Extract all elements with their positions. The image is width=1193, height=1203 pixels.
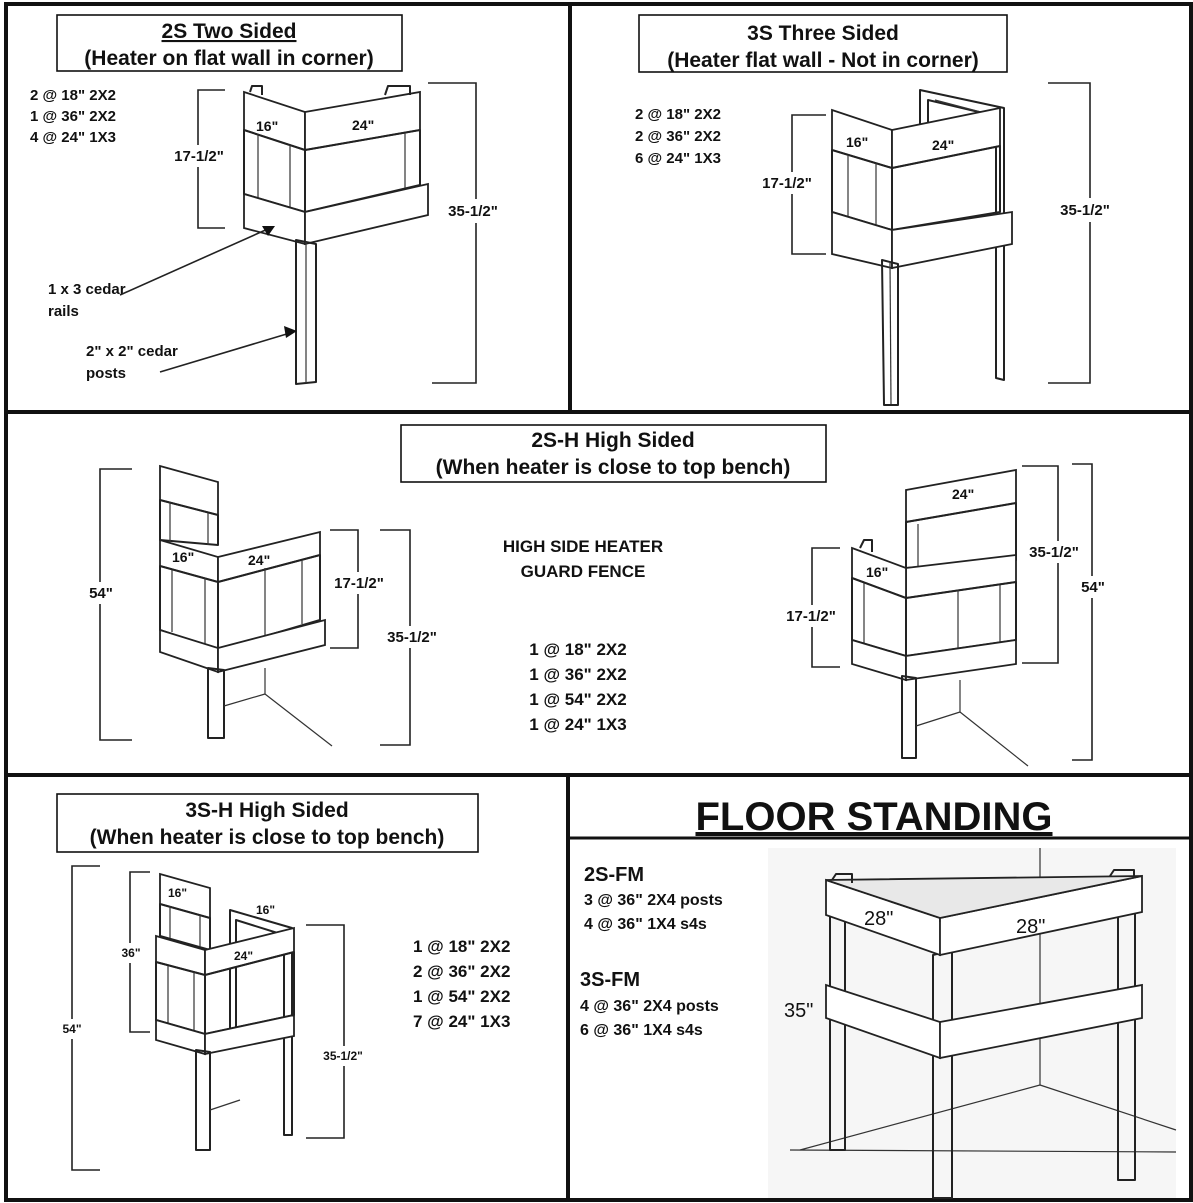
three-sided-high-total-label: 54" <box>62 1022 81 1036</box>
fm3-material-2: 6 @ 36" 1X4 s4s <box>580 1022 703 1039</box>
floor-right-width-label: 28" <box>1016 916 1045 938</box>
three-sided-high-subtitle: (When heater is close to top bench) <box>90 826 445 849</box>
two-sided-long-side-label: 24" <box>352 117 374 133</box>
two-sided-high-right-total-label: 54" <box>1081 579 1105 596</box>
fm3-material-1: 4 @ 36" 2X4 posts <box>580 998 719 1015</box>
three-sided-material-2: 2 @ 36" 2X2 <box>635 128 721 145</box>
two-sided-high-material-1: 1 @ 18" 2X2 <box>529 640 626 659</box>
three-sided-rail-height-label: 17-1/2" <box>762 175 812 192</box>
two-sided-high-title: 2S-H High Sided <box>531 429 694 452</box>
two-sided-subtitle: (Heater on flat wall in corner) <box>84 47 373 70</box>
panel-two-sided: 2S Two Sided (Heater on flat wall in cor… <box>30 14 506 385</box>
panel-floor-standing: FLOOR STANDING 2S-FM 3 @ 36" 2X4 posts 4… <box>580 795 1177 1199</box>
two-sided-short-side-label: 16" <box>256 118 278 134</box>
three-sided-high-material-1: 1 @ 18" 2X2 <box>413 937 510 956</box>
three-sided-high-front-label: 24" <box>234 949 253 963</box>
three-sided-material-1: 2 @ 18" 2X2 <box>635 106 721 123</box>
two-sided-high-right-rail-label: 17-1/2" <box>786 608 836 625</box>
three-sided-high-title: 3S-H High Sided <box>185 799 348 822</box>
three-sided-high-material-3: 1 @ 54" 2X2 <box>413 987 510 1006</box>
two-sided-high-left-long-label: 24" <box>248 552 270 568</box>
panel-three-sided: 3S Three Sided (Heater flat wall - Not i… <box>635 14 1118 406</box>
two-sided-title: 2S Two Sided <box>162 20 297 43</box>
floor-left-width-label: 28" <box>864 908 893 930</box>
three-sided-total-height-label: 35-1/2" <box>1060 202 1110 219</box>
two-sided-high-left-total-label: 54" <box>89 585 113 602</box>
two-sided-high-right-long-label: 24" <box>952 486 974 502</box>
two-sided-high-title-box <box>400 424 827 483</box>
three-sided-high-upper-label: 36" <box>121 946 140 960</box>
panel-borders <box>4 2 1193 1202</box>
floor-standing-photo-sketch: 28" 28" 35" <box>768 848 1177 1199</box>
floor-standing-title: FLOOR STANDING <box>695 795 1052 839</box>
fm3-title: 3S-FM <box>580 969 640 991</box>
three-sided-high-material-2: 2 @ 36" 2X2 <box>413 962 510 981</box>
three-sided-title: 3S Three Sided <box>747 22 899 45</box>
fm2-material-1: 3 @ 36" 2X4 posts <box>584 892 723 909</box>
three-sided-high-far-label: 16" <box>256 903 275 917</box>
two-sided-high-right-short-label: 16" <box>866 564 888 580</box>
two-sided-high-material-2: 1 @ 36" 2X2 <box>529 665 626 684</box>
three-sided-high-sketch: 16" 16" 24" <box>155 872 295 1151</box>
three-sided-high-top-label: 16" <box>168 886 187 900</box>
two-sided-total-height-label: 35-1/2" <box>448 203 498 220</box>
two-sided-high-left-mid-label: 35-1/2" <box>387 629 437 646</box>
panel-two-sided-high: 2S-H High Sided (When heater is close to… <box>83 424 1111 767</box>
two-sided-guard-sketch: 16" 24" <box>243 85 429 385</box>
two-sided-high-material-3: 1 @ 54" 2X2 <box>529 690 626 709</box>
two-sided-material-1: 2 @ 18" 2X2 <box>30 87 116 104</box>
two-sided-rail-height-label: 17-1/2" <box>174 148 224 165</box>
high-side-label-1: HIGH SIDE HEATER <box>503 537 663 556</box>
two-sided-high-left-sketch: 16" 24" <box>159 464 333 747</box>
two-sided-high-subtitle: (When heater is close to top bench) <box>436 456 791 479</box>
two-sided-posts-callout-2: posts <box>86 365 126 382</box>
three-sided-high-right-height-label: 35-1/2" <box>323 1049 363 1063</box>
two-sided-title-box <box>56 14 403 72</box>
fm2-title: 2S-FM <box>584 864 644 886</box>
panel-three-sided-high: 3S-H High Sided (When heater is close to… <box>56 793 510 1171</box>
three-sided-high-title-box <box>56 793 479 853</box>
three-sided-material-3: 6 @ 24" 1X3 <box>635 150 721 167</box>
two-sided-rails-callout-2: rails <box>48 303 79 320</box>
three-sided-high-material-4: 7 @ 24" 1X3 <box>413 1012 510 1031</box>
high-side-label-2: GUARD FENCE <box>521 562 646 581</box>
two-sided-rails-callout-1: 1 x 3 cedar <box>48 281 126 298</box>
two-sided-material-2: 1 @ 36" 2X2 <box>30 108 116 125</box>
two-sided-material-3: 4 @ 24" 1X3 <box>30 129 116 146</box>
floor-height-label: 35" <box>784 1000 813 1022</box>
two-sided-high-right-mid-label: 35-1/2" <box>1029 544 1079 561</box>
three-sided-title-box <box>638 14 1008 73</box>
three-sided-long-side-label: 24" <box>932 137 954 153</box>
three-sided-short-side-label: 16" <box>846 134 868 150</box>
fm2-material-2: 4 @ 36" 1X4 s4s <box>584 916 707 933</box>
two-sided-high-material-4: 1 @ 24" 1X3 <box>529 715 626 734</box>
three-sided-guard-sketch: 16" 24" <box>831 89 1013 406</box>
two-sided-high-left-rail-label: 17-1/2" <box>334 575 384 592</box>
three-sided-subtitle: (Heater flat wall - Not in corner) <box>667 49 979 72</box>
two-sided-posts-callout-1: 2" x 2" cedar <box>86 343 178 360</box>
two-sided-high-left-short-label: 16" <box>172 549 194 565</box>
two-sided-high-right-sketch: 24" 16" <box>851 468 1029 767</box>
